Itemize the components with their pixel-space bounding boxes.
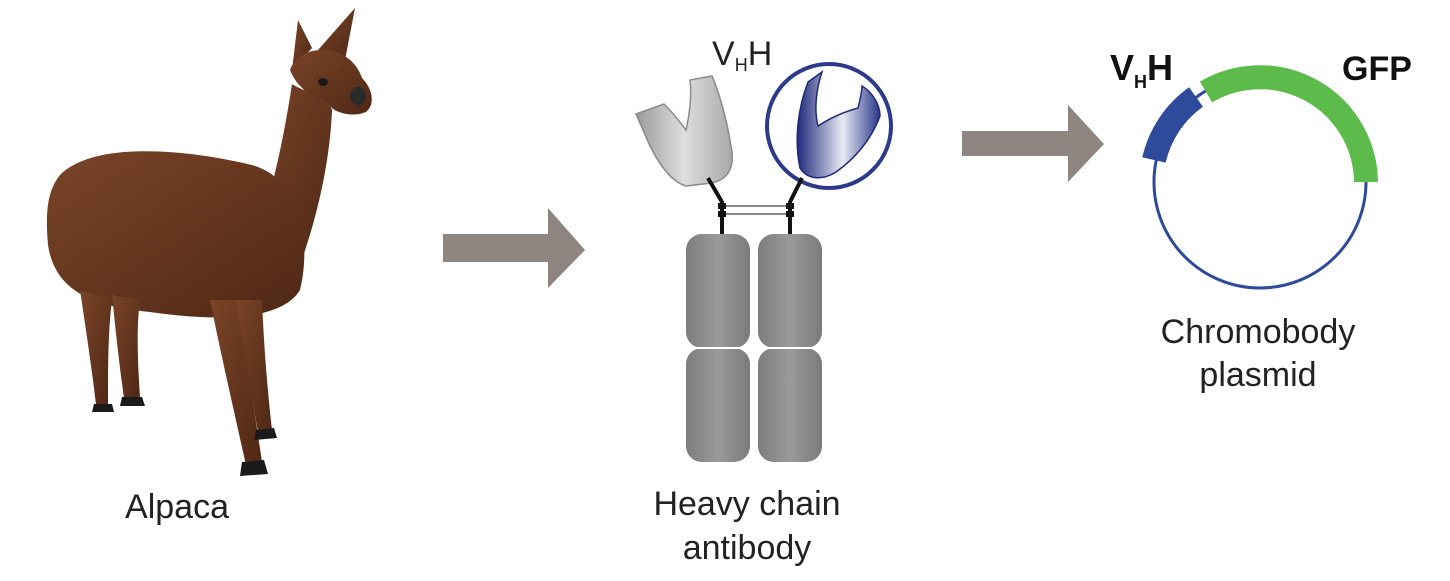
antibody-label-line1: Heavy chain <box>653 485 840 523</box>
antibody-vhh-label: VHH <box>712 35 772 75</box>
gfp-segment <box>1199 65 1378 183</box>
vhh-domain-gray <box>634 75 734 187</box>
alpaca-eye <box>318 78 328 86</box>
alpaca-nose <box>350 87 366 105</box>
alpaca-label: Alpaca <box>125 488 229 526</box>
plasmid-vhh-label: VHH <box>1110 47 1173 92</box>
vhh-segment <box>1142 87 1204 164</box>
alpaca-image <box>46 8 372 476</box>
heavy-chain-antibody: VHH Heavy chain antibody <box>634 35 893 567</box>
vhh-highlight-circle <box>765 62 893 190</box>
constant-domain <box>758 234 822 348</box>
vhh-domain-blue <box>796 70 881 179</box>
arrow-right-icon <box>443 208 585 288</box>
plasmid-label-line2: plasmid <box>1199 356 1316 394</box>
linker-left <box>706 176 724 234</box>
constant-domain <box>758 348 822 462</box>
constant-domain <box>686 348 750 462</box>
antibody-label-line2: antibody <box>683 529 812 567</box>
plasmid-gfp-label: GFP <box>1342 50 1412 88</box>
linker-right <box>788 177 804 234</box>
chromobody-plasmid: VHH GFP Chromobody plasmid <box>1110 47 1412 394</box>
plasmid-label-line1: Chromobody <box>1161 313 1356 351</box>
arrow-right-icon <box>962 105 1104 182</box>
constant-domain <box>686 234 750 348</box>
